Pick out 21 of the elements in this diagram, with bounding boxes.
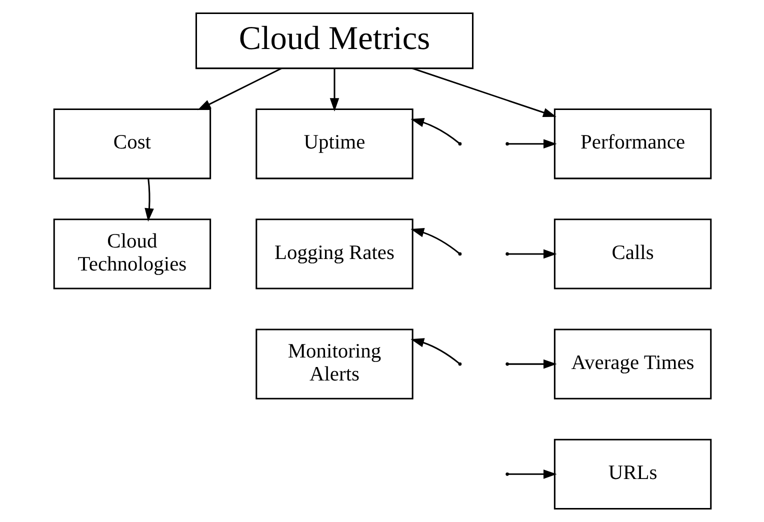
node-box: Cloud Technologies [52, 218, 211, 290]
arrow [196, 68, 282, 110]
arrow [412, 68, 556, 117]
arrow [508, 359, 556, 369]
arrow [410, 228, 460, 254]
node-box: Monitoring Alerts [255, 328, 413, 400]
node-box: Uptime [255, 108, 413, 180]
arrow [508, 249, 556, 259]
arrow [508, 139, 556, 149]
node-box: Cloud Metrics [194, 12, 474, 70]
node-box: Performance [553, 108, 712, 180]
node-box: Calls [553, 218, 712, 290]
node-box: URLs [553, 438, 712, 510]
arrow [508, 470, 556, 479]
arrow [410, 338, 460, 364]
arrow [329, 68, 339, 112]
arrow [144, 178, 154, 222]
node-box: Average Times [553, 328, 712, 400]
node-box: Logging Rates [255, 218, 413, 290]
arrow [410, 118, 460, 144]
node-box: Cost [52, 108, 211, 180]
